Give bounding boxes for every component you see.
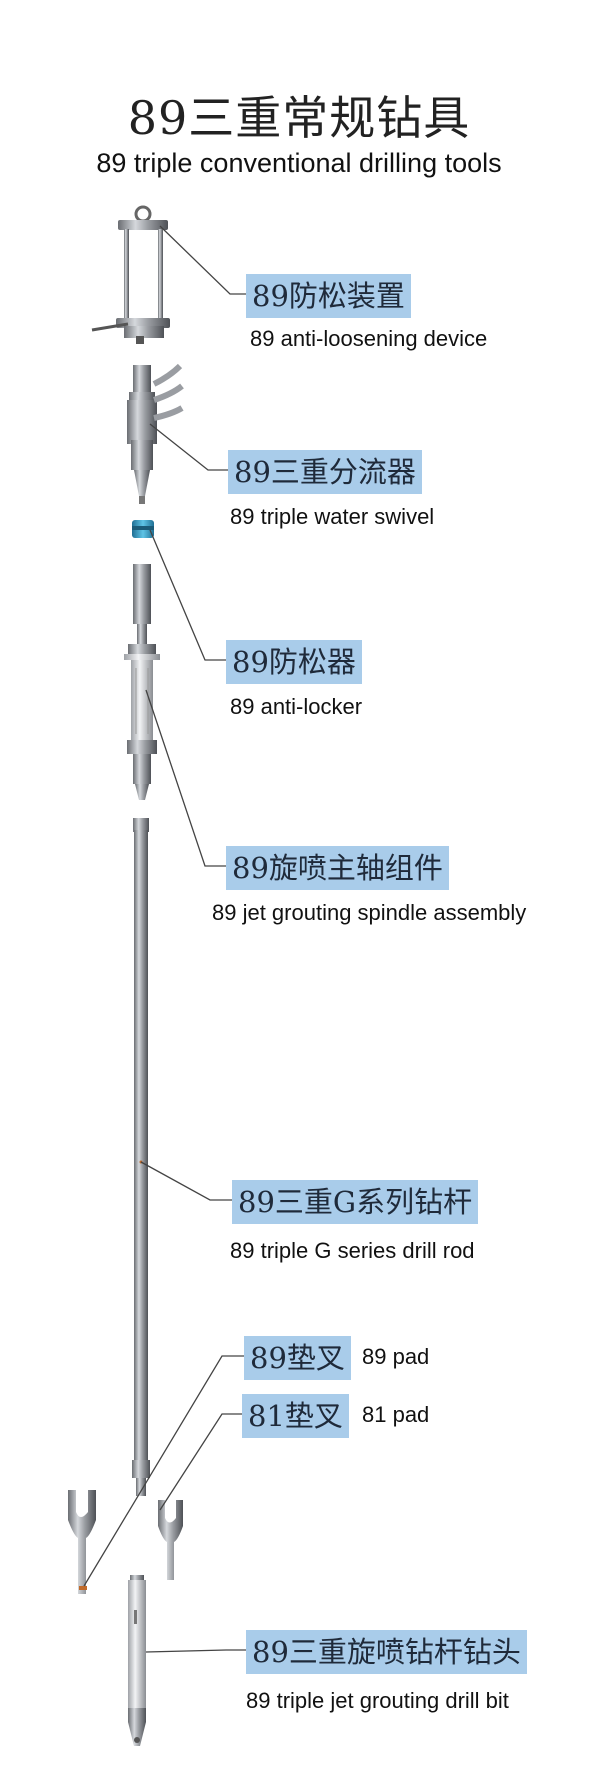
spindle-assembly-drawing [124,564,160,800]
anti-loosening-device-drawing [91,205,170,344]
label-cn-drill-rod: 89三重G系列钻杆 [232,1180,479,1224]
pad-89-drawing [68,1490,96,1594]
label-en-spindle-assembly: 89 jet grouting spindle assembly [212,900,527,925]
label-cn-anti-loosening-device: 89防松装置 [246,274,411,318]
page-title: 89三重常规钻具 [127,91,471,145]
label-cn-anti-locker: 89防松器 [226,640,362,684]
pad-81-drawing [158,1500,183,1580]
label-en-pad-89: 89 pad [362,1344,430,1369]
label-en-water-swivel: 89 triple water swivel [230,504,435,529]
label-cn-drill-bit: 89三重旋喷钻杆钻头 [246,1630,527,1674]
swivel-ring-drawing [132,520,154,538]
drill-rod-drawing [132,818,150,1496]
leader-drill-rod [140,1161,232,1201]
label-cn-pad-89: 89垫叉 [244,1336,351,1380]
leader-drill-bit [145,1649,246,1653]
label-en-pad-81: 81 pad [362,1402,430,1427]
label-en-anti-loosening-device: 89 anti-loosening device [250,326,488,351]
label-cn-water-swivel: 89三重分流器 [228,450,422,494]
drill-bit-drawing [128,1575,146,1746]
label-en-anti-locker: 89 anti-locker [230,694,363,719]
page-subtitle: 89 triple conventional drilling tools [96,148,502,178]
leader-spindle [145,689,226,867]
label-cn-spindle-assembly: 89旋喷主轴组件 [226,846,449,890]
leader-pad-89 [83,1355,244,1587]
label-en-drill-bit: 89 triple jet grouting drill bit [246,1688,509,1713]
label-cn-pad-81: 81垫叉 [242,1394,349,1438]
leader-water-swivel [149,423,228,471]
leader-anti-locker [149,529,226,661]
leader-lines [83,225,246,1653]
leader-pad-81 [159,1413,242,1511]
label-en-drill-rod: 89 triple G series drill rod [230,1238,475,1263]
leader-anti-loosening [159,225,246,295]
water-swivel-drawing [127,363,184,504]
